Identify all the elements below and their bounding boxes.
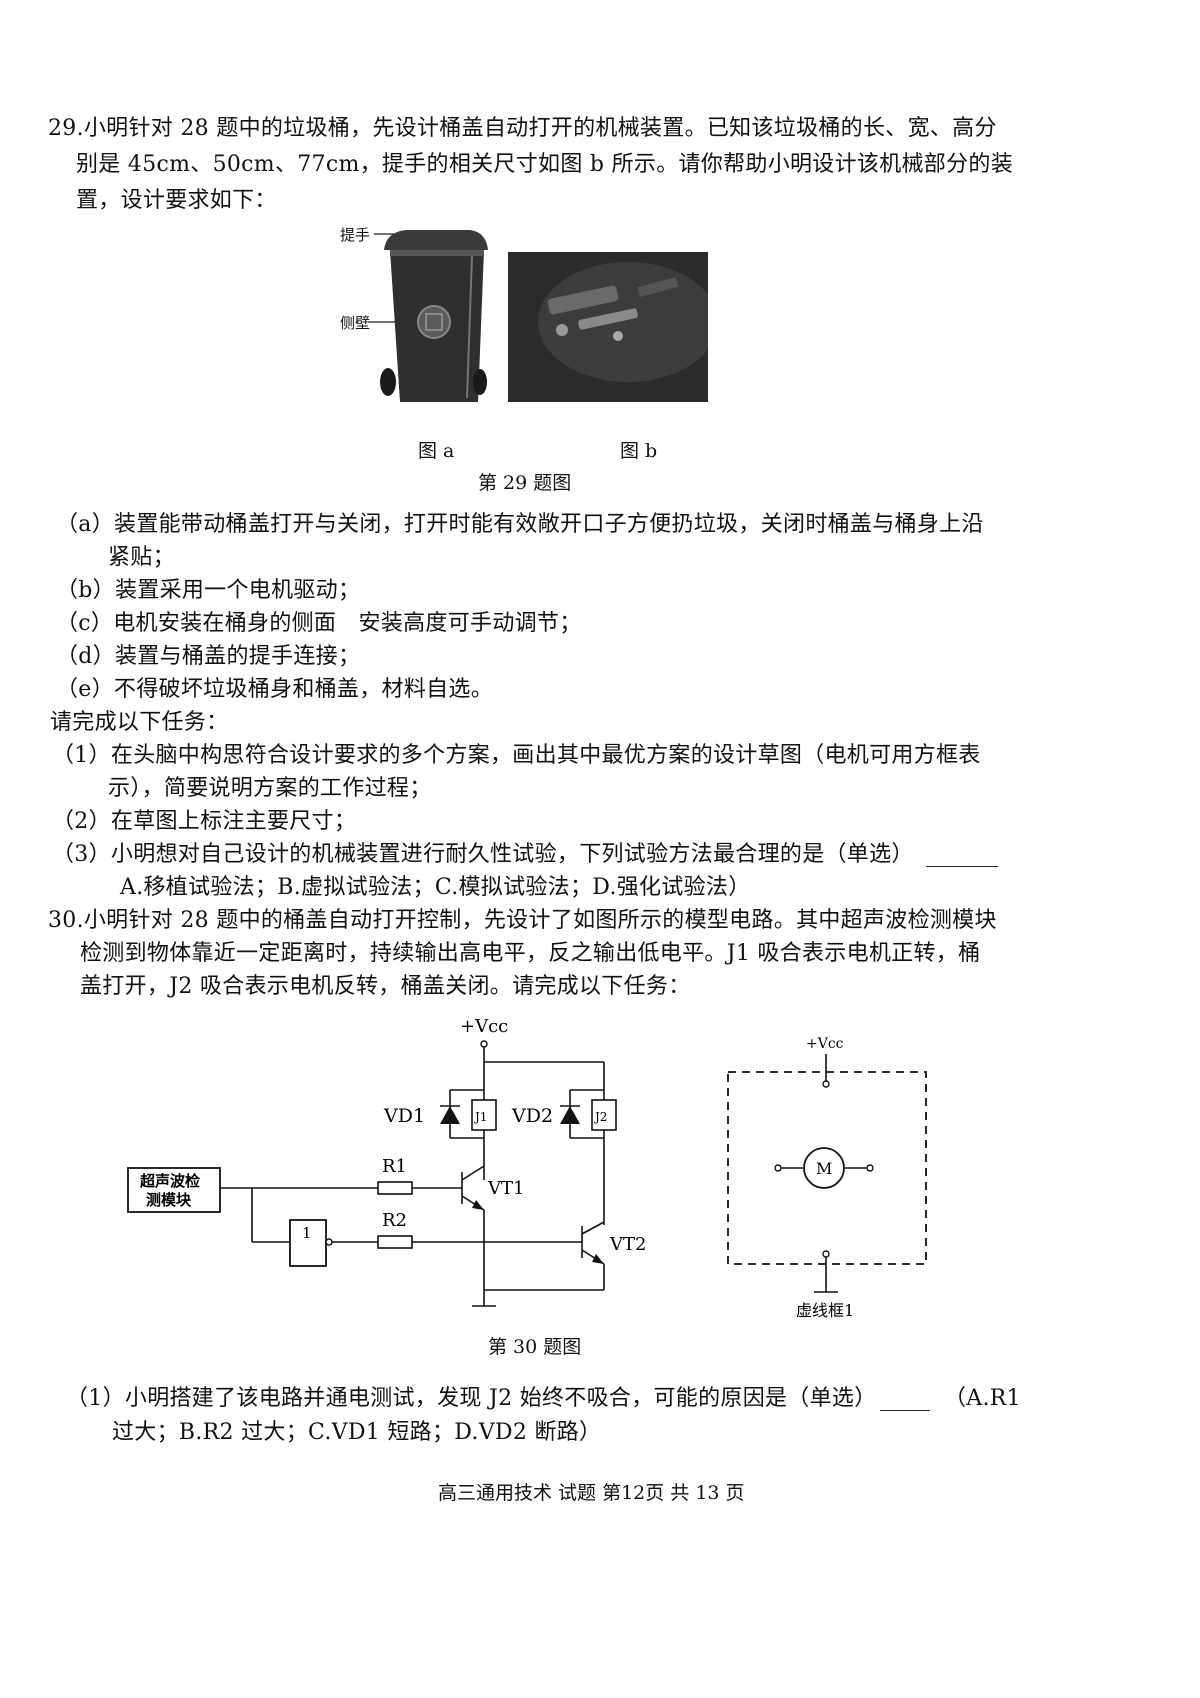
label-vt1: VT1: [487, 1178, 524, 1199]
label-vd1: VD1: [383, 1105, 425, 1127]
q30-figure-caption: 第 30 题图: [488, 1336, 582, 1358]
transistor-vt1-icon: [472, 1200, 484, 1210]
label-vt2: VT2: [609, 1234, 646, 1255]
label-not-gate: 1: [302, 1224, 312, 1242]
q29-task-1-cont: 示），简要说明方案的工作过程；: [108, 776, 432, 801]
box-vcc-terminal: [822, 1080, 830, 1088]
q29-task-3: （3）小明想对自己设计的机械装置进行耐久性试验，下列试验方法最合理的是（单选）: [52, 842, 914, 867]
label-module-line2: 测模块: [146, 1191, 192, 1209]
q29-stem-line1: 29.小明针对 28 题中的垃圾桶，先设计桶盖自动打开的机械装置。已知该垃圾桶的…: [48, 116, 997, 141]
fig-a-caption: 图 a: [418, 440, 455, 462]
handle-photo-icon: [508, 252, 718, 402]
motor-icon: [803, 1147, 845, 1189]
relay-coil-j1: [471, 1099, 497, 1131]
diode-vd2-icon: [560, 1105, 580, 1124]
vcc-terminal: [480, 1040, 488, 1048]
q29-req-a-cont: 紧贴；: [108, 545, 175, 570]
q29-req-d: （d）装置与桶盖的提手连接；: [56, 644, 361, 669]
label-r1: R1: [382, 1156, 407, 1177]
q29-stem-line3: 置，设计要求如下：: [76, 188, 277, 213]
q29-req-c: （c）电机安装在桶身的侧面 安装高度可手动调节；: [56, 611, 582, 636]
label-box-vcc: +Vcc: [806, 1036, 844, 1052]
label-j1: J1: [473, 1110, 487, 1124]
diode-vd1-icon: [440, 1105, 460, 1124]
q30-q1-answer-blank[interactable]: [880, 1410, 930, 1411]
fig-b-caption: 图 b: [620, 440, 658, 462]
q29-req-e: （e）不得破坏垃圾桶身和桶盖，材料自选。: [56, 677, 494, 702]
q30-stem-line3: 盖打开，J2 吸合表示电机反转，桶盖关闭。请完成以下任务：: [80, 974, 691, 999]
q29-req-b: （b）装置采用一个电机驱动；: [56, 578, 361, 603]
dashed-box-1: [727, 1071, 927, 1265]
not-gate: [289, 1219, 327, 1267]
label-j2: J2: [593, 1110, 607, 1124]
q30-q1-line1: （1）小明搭建了该电路并通电测试，发现 J2 始终不吸合，可能的原因是（单选）: [66, 1386, 877, 1411]
q29-task-2: （2）在草图上标注主要尺寸；: [52, 809, 357, 834]
label-vd2: VD2: [511, 1105, 553, 1127]
transistor-vt2-icon: [592, 1254, 604, 1264]
q29-figure-caption: 第 29 题图: [478, 472, 572, 494]
ultrasonic-module-box: [127, 1167, 221, 1213]
q30-q1-line1-tail: （A.R1: [944, 1386, 1021, 1411]
q29-req-a: （a）装置能带动桶盖打开与关闭，打开时能有效敞开口子方便扔垃圾，关闭时桶盖与桶身…: [56, 512, 984, 537]
box-ground-terminal: [822, 1250, 830, 1258]
q30-q1-line2: 过大；B.R2 过大；C.VD1 短路；D.VD2 断路）: [112, 1420, 602, 1445]
trash-bin-icon: [368, 230, 488, 402]
resistor-r2: [377, 1235, 413, 1249]
label-motor: M: [816, 1159, 832, 1178]
resistor-r1: [377, 1181, 413, 1195]
q30-stem-line1: 30.小明针对 28 题中的桶盖自动打开控制，先设计了如图所示的模型电路。其中超…: [48, 908, 997, 933]
label-r2: R2: [382, 1210, 407, 1231]
q29-stem-line2: 别是 45cm、50cm、77cm，提手的相关尺寸如图 b 所示。请你帮助小明设…: [76, 152, 1013, 177]
page-footer: 高三通用技术 试题 第12页 共 13 页: [438, 1482, 745, 1504]
q29-task-1: （1）在头脑中构思符合设计要求的多个方案，画出其中最优方案的设计草图（电机可用方…: [52, 743, 981, 768]
q30-stem-line2: 检测到物体靠近一定距离时，持续输出高电平，反之输出低电平。J1 吸合表示电机正转…: [80, 941, 981, 966]
fig-a-handle-label: 提手: [340, 226, 371, 244]
relay-coil-j2: [591, 1099, 617, 1131]
q29-tasks-intro: 请完成以下任务：: [50, 710, 229, 735]
figure-a-trash-bin: [340, 222, 500, 422]
figure-b-handle-photo: [508, 252, 718, 402]
q29-task-3-options: A.移植试验法；B.虚拟试验法；C.模拟试验法；D.强化试验法）: [120, 875, 751, 900]
label-box-1: 虚线框1: [796, 1301, 854, 1320]
label-vcc: +Vcc: [460, 1016, 508, 1037]
q29-task-3-answer-blank[interactable]: [926, 866, 998, 867]
label-module-line1: 超声波检: [139, 1172, 200, 1190]
fig-a-side-label: 侧壁: [340, 314, 371, 332]
not-gate-bubble: [325, 1238, 333, 1246]
